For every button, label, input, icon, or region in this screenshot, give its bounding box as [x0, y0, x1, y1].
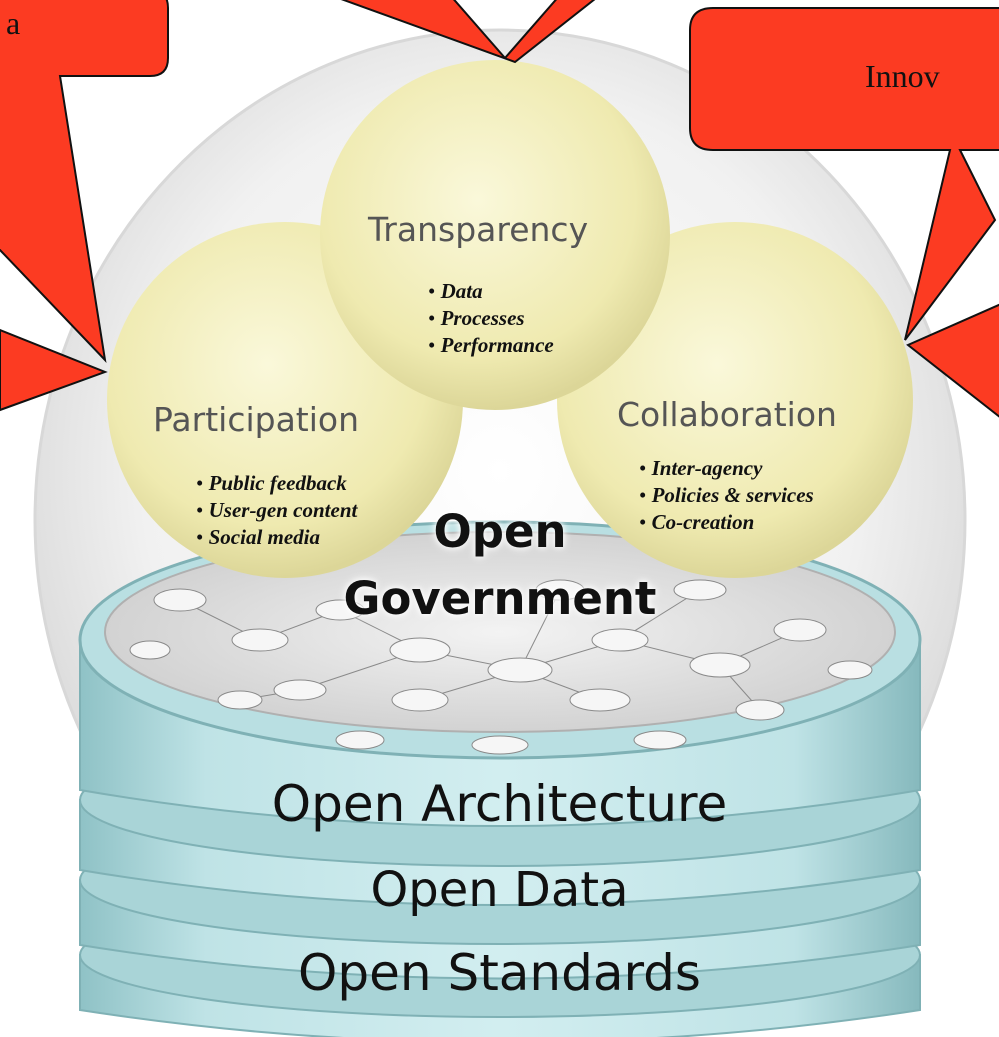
transparency-title: Transparency — [368, 210, 589, 249]
left-callout-shape — [0, 0, 169, 412]
list-item: Inter-agency — [639, 455, 814, 482]
list-item: User-gen content — [196, 497, 358, 524]
right-callout-text: Innov — [865, 58, 940, 94]
layer-open-architecture: Open Architecture — [271, 775, 728, 833]
list-item: Policies & services — [639, 482, 814, 509]
list-item: Public feedback — [196, 470, 357, 497]
list-item: Social media — [196, 524, 357, 551]
list-item: Performance — [428, 332, 554, 359]
right-callout-shape — [689, 7, 999, 418]
left-callout-text: a — [6, 5, 21, 41]
layer-open-data: Open Data — [370, 862, 629, 918]
list-item: Data — [428, 278, 554, 305]
open-title-line1: Open — [433, 505, 567, 558]
list-item: Co-creation — [639, 509, 814, 536]
layer-open-standards: Open Standards — [298, 944, 701, 1002]
transparency-sphere — [320, 60, 670, 410]
collaboration-title: Collaboration — [617, 395, 837, 434]
network-graph-texture — [129, 579, 873, 755]
top-callout-shape — [340, 0, 596, 64]
list-item: Processes — [428, 305, 554, 332]
transparency-bullets: Data Processes Performance — [428, 278, 554, 359]
collaboration-bullets: Inter-agency Policies & services Co-crea… — [639, 455, 814, 536]
participation-bullets: Public feedback User-gen content Social … — [196, 470, 358, 551]
participation-title: Participation — [153, 400, 360, 439]
open-title-line2: Government — [343, 572, 657, 625]
